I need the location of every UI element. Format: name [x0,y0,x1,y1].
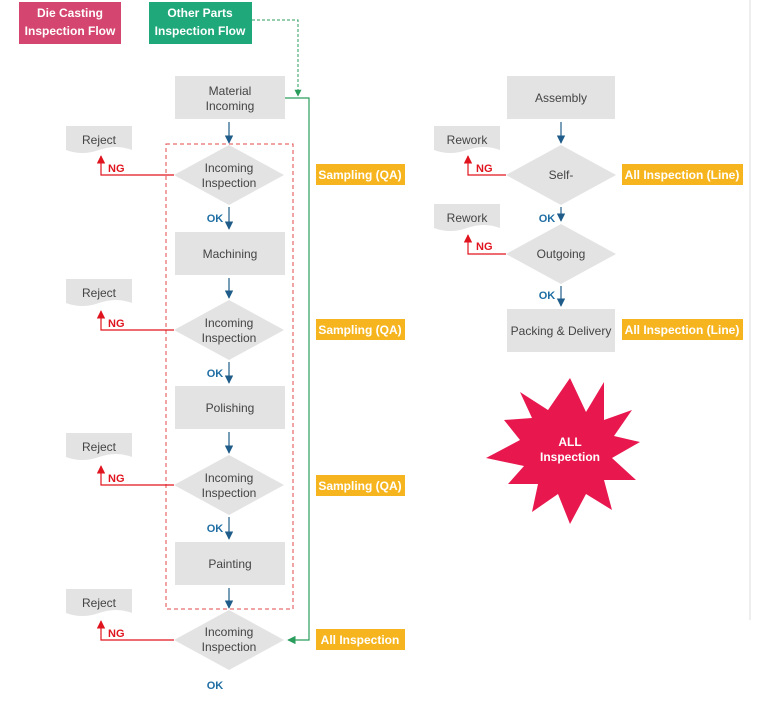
svg-text:Inspection: Inspection [202,176,257,190]
svg-text:Polishing: Polishing [206,401,255,415]
reject-document: Reject [66,279,132,306]
legend-die-casting: Die Casting Inspection Flow [19,2,121,44]
reject-document: Reject [66,126,132,153]
svg-text:Incoming: Incoming [205,316,254,330]
reject-document: Reject [66,433,132,460]
svg-text:Assembly: Assembly [535,91,587,105]
outgoing-inspection-diamond: Outgoing [506,224,616,284]
svg-text:Reject: Reject [82,133,117,147]
svg-text:All Inspection (Line): All Inspection (Line) [625,168,740,182]
ok-label: OK [207,213,224,225]
svg-text:Machining: Machining [203,247,258,261]
self-inspection-diamond: Self- [506,145,616,205]
ng-label: NG [476,163,493,175]
ng-arrow [463,234,506,255]
rework-document: Rework [434,204,500,231]
sampling-qa-tag: Sampling (QA) [316,319,405,340]
svg-text:Reject: Reject [82,286,117,300]
svg-text:Inspection Flow: Inspection Flow [25,24,116,38]
svg-text:ALL: ALL [558,435,581,449]
svg-text:Rework: Rework [447,133,489,147]
legend-other-parts: Other Parts Inspection Flow [149,2,252,44]
svg-text:Packing & Delivery: Packing & Delivery [511,324,612,338]
rework-document: Rework [434,126,500,153]
packing-delivery-box: Packing & Delivery [507,309,615,352]
ng-arrow [96,310,174,331]
svg-text:Incoming: Incoming [206,99,255,113]
svg-text:Incoming: Incoming [205,625,254,639]
svg-text:Inspection: Inspection [202,331,257,345]
ng-arrow [96,465,174,486]
painting-box: Painting [175,542,285,585]
ng-label: NG [108,473,125,485]
svg-text:Inspection: Inspection [202,486,257,500]
svg-text:Material: Material [209,84,252,98]
svg-text:Incoming: Incoming [205,161,254,175]
svg-text:Rework: Rework [447,211,489,225]
ok-label: OK [207,368,224,380]
svg-text:All Inspection (Line): All Inspection (Line) [625,323,740,337]
svg-text:Outgoing: Outgoing [537,247,586,261]
sampling-qa-tag: Sampling (QA) [316,164,405,185]
svg-text:Other Parts: Other Parts [167,6,233,20]
svg-text:Die Casting: Die Casting [37,6,103,20]
ng-label: NG [108,318,125,330]
svg-text:Self-: Self- [549,168,574,182]
polishing-box: Polishing [175,386,285,429]
svg-text:Reject: Reject [82,596,117,610]
ok-label: OK [539,290,556,302]
svg-text:Sampling (QA): Sampling (QA) [318,323,401,337]
svg-text:All Inspection: All Inspection [321,633,400,647]
all-inspection-starburst: ALL Inspection [486,378,640,524]
assembly-box: Assembly [507,76,615,119]
incoming-inspection-diamond: Incoming Inspection [174,300,284,360]
material-incoming-box: Material Incoming [175,76,285,119]
machining-box: Machining [175,232,285,275]
reject-document: Reject [66,589,132,616]
ok-label: OK [207,680,224,692]
incoming-inspection-diamond: Incoming Inspection [174,455,284,515]
svg-text:Reject: Reject [82,440,117,454]
svg-text:Inspection Flow: Inspection Flow [155,24,246,38]
svg-text:Inspection: Inspection [540,450,600,464]
die-casting-group [165,143,294,610]
ok-label: OK [539,213,556,225]
other-parts-bypass-line [285,97,310,645]
all-inspection-line-tag: All Inspection (Line) [622,319,743,340]
sampling-qa-tag: Sampling (QA) [316,475,405,496]
all-inspection-tag: All Inspection [316,629,405,650]
ng-arrow [96,620,174,641]
svg-text:Incoming: Incoming [205,471,254,485]
ng-label: NG [108,163,125,175]
ok-label: OK [207,523,224,535]
svg-text:Inspection: Inspection [202,640,257,654]
all-inspection-line-tag: All Inspection (Line) [622,164,743,185]
other-parts-connector [252,19,302,97]
ng-arrow [96,155,174,176]
ng-label: NG [476,241,493,253]
ng-arrow [463,155,506,176]
incoming-inspection-diamond: Incoming Inspection [174,610,284,670]
ng-label: NG [108,628,125,640]
svg-text:Sampling (QA): Sampling (QA) [318,479,401,493]
svg-text:Sampling (QA): Sampling (QA) [318,168,401,182]
svg-text:Painting: Painting [208,557,251,571]
incoming-inspection-diamond: Incoming Inspection [174,145,284,205]
